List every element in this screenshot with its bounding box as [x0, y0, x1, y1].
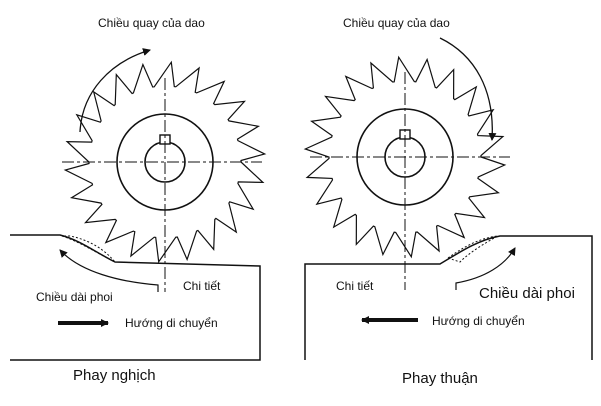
- right-chip-label: Chiều dài phoi: [479, 285, 575, 302]
- left-chip-zone: [61, 235, 116, 263]
- right-caption: Phay thuận: [402, 370, 478, 387]
- right-rotation-arrow: [439, 37, 497, 141]
- left-rotation-label: Chiều quay của dao: [98, 16, 205, 30]
- left-rotation-arrow: [79, 48, 151, 133]
- left-workpiece-label: Chi tiết: [183, 279, 221, 293]
- left-chip-label: Chiều dài phoi: [36, 290, 113, 304]
- right-chip-zone: [446, 235, 499, 263]
- right-motion-label: Hướng di chuyển: [432, 314, 525, 328]
- left-motion-label: Hướng di chuyển: [125, 316, 218, 330]
- right-chip-arrow: [455, 247, 516, 290]
- right-cutter-teeth: [303, 55, 507, 259]
- right-rotation-label: Chiều quay của dao: [343, 16, 450, 30]
- right-workpiece: [304, 235, 593, 360]
- right-workpiece-label: Chi tiết: [336, 279, 374, 293]
- right-panel: Chiều quay của dao Chiều dài phoi Chi ti…: [303, 16, 593, 387]
- left-caption: Phay nghịch: [73, 367, 156, 384]
- left-chip-arrow: [59, 249, 159, 292]
- left-panel: Chiều quay của dao Chiều dài phoi Chi ti…: [10, 16, 267, 384]
